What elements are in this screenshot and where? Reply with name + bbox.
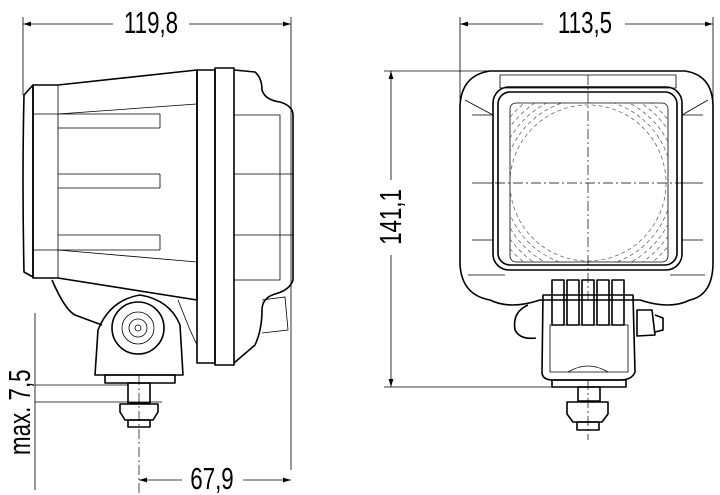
dimension-mount-offset: 67,9 (139, 461, 291, 495)
dimension-width: 113,5 (459, 5, 714, 100)
dimension-height: 141,1 (373, 70, 590, 388)
front-view: 113,5 141,1 (373, 5, 714, 440)
side-view: 119,8 (2, 5, 294, 495)
dimension-label-119-8: 119,8 (124, 5, 178, 39)
lens (509, 102, 669, 263)
dimension-label-141-1: 141,1 (373, 189, 407, 245)
dimension-label-67-9: 67,9 (190, 461, 233, 495)
dimension-max-thickness: max. 7,5 (2, 313, 162, 490)
dimension-label-max-7-5: max. 7,5 (2, 369, 36, 455)
pivot-knob (111, 301, 165, 355)
lamp-body-front (459, 70, 714, 440)
dimension-label-113-5: 113,5 (558, 5, 612, 39)
dimension-overall-length: 119,8 (22, 5, 292, 470)
lamp-body-side (22, 67, 294, 495)
